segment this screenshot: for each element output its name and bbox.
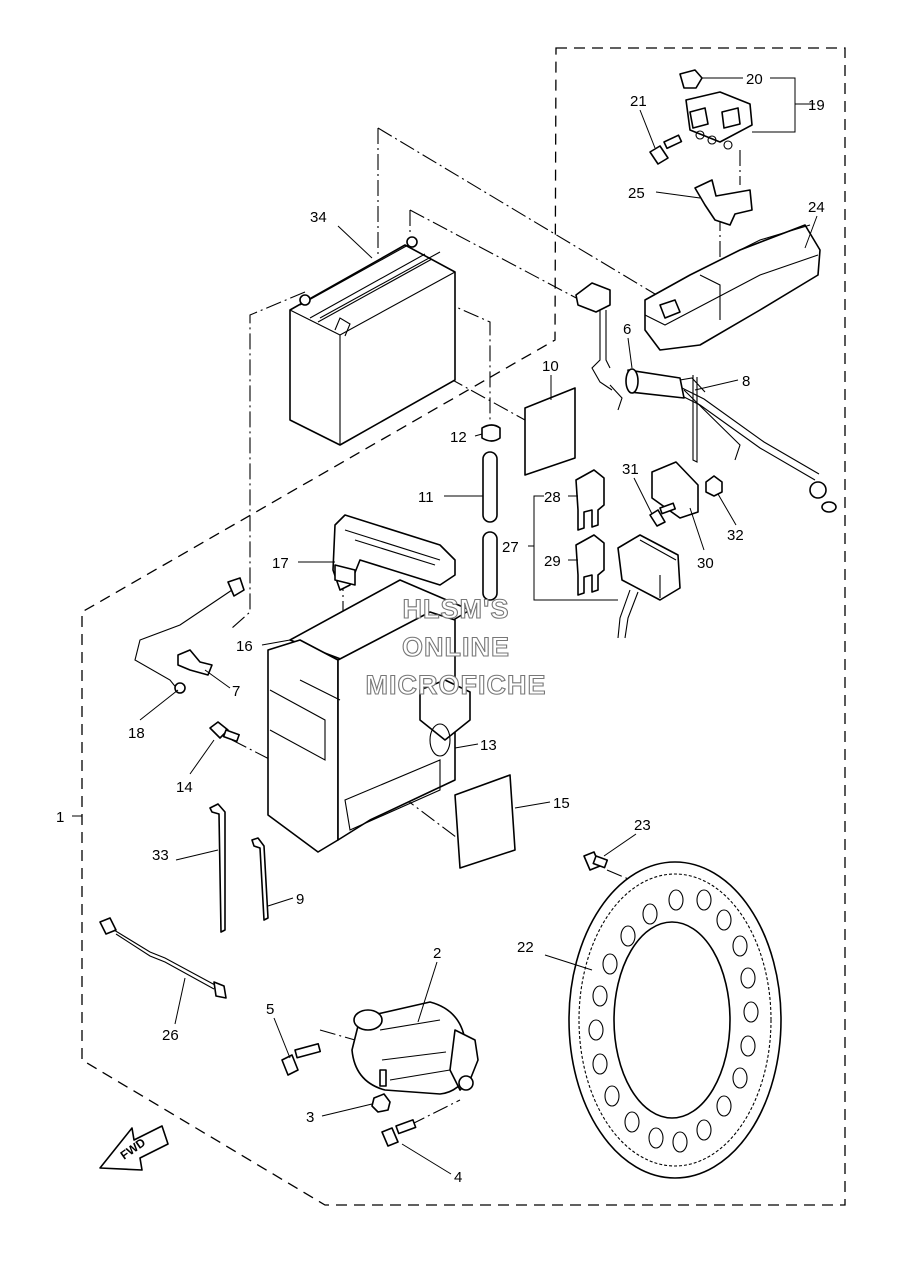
- watermark-line-1: HLSM'S: [403, 594, 510, 624]
- callout-13: 13: [480, 737, 497, 754]
- battery-cover-sheet: [454, 774, 516, 869]
- starter-wheel-gear: [568, 861, 782, 1179]
- callout-4: 4: [454, 1169, 462, 1186]
- callout-23: 23: [634, 817, 651, 834]
- fuse-box: [617, 534, 681, 639]
- callout-12: 12: [450, 429, 467, 446]
- callout-labels: 1 2 3 4 5 6 7 8 9 10 11 12 13 14 15 16 1…: [56, 71, 825, 1186]
- callout-28: 28: [544, 489, 561, 506]
- lead-holder: [177, 649, 213, 676]
- wire-band-33: [209, 803, 226, 933]
- screw-21: [649, 134, 683, 165]
- bolt-4: [381, 1119, 417, 1147]
- callout-27: 27: [502, 539, 519, 556]
- battery-band: [332, 514, 456, 591]
- watermark-line-3: MICROFICHE: [366, 670, 547, 700]
- callout-7: 7: [232, 683, 240, 700]
- callout-11: 11: [418, 489, 434, 506]
- callout-18: 18: [128, 725, 145, 742]
- wire-band-9: [251, 837, 269, 921]
- screw-31: [649, 502, 677, 527]
- callout-26: 26: [162, 1027, 179, 1044]
- callout-19: 19: [808, 97, 825, 114]
- bolt-14: [209, 721, 240, 743]
- nut-3: [371, 1093, 391, 1113]
- nut-32: [705, 475, 723, 497]
- callout-17: 17: [272, 555, 289, 572]
- breather-hose: [481, 424, 501, 601]
- battery: [289, 236, 456, 446]
- callout-2: 2: [433, 945, 441, 962]
- callout-6: 6: [623, 321, 631, 338]
- fuse-29: [575, 534, 605, 596]
- relay-assembly: [685, 91, 753, 150]
- battery-pad: [524, 387, 576, 476]
- assembly-boundary: [81, 47, 846, 1206]
- callout-3: 3: [306, 1109, 314, 1126]
- starter-relay-lead: [575, 282, 741, 461]
- callout-34: 34: [310, 209, 327, 226]
- callout-8: 8: [742, 373, 750, 390]
- callout-30: 30: [697, 555, 714, 572]
- callout-14: 14: [176, 779, 193, 796]
- callout-24: 24: [808, 199, 825, 216]
- callout-20: 20: [746, 71, 763, 88]
- watermark: HLSM'S ONLINE MICROFICHE: [365, 593, 547, 700]
- callout-10: 10: [542, 358, 559, 375]
- negative-lead: [134, 577, 245, 694]
- bolt-23: [583, 851, 609, 871]
- starter-relay: [644, 224, 821, 351]
- relay-bracket: [694, 179, 753, 226]
- fuse-28: [575, 469, 605, 531]
- forward-direction-arrow: FWD: [99, 1125, 169, 1171]
- callout-33: 33: [152, 847, 169, 864]
- callout-9: 9: [296, 891, 304, 908]
- callout-31: 31: [622, 461, 639, 478]
- callout-1: 1: [56, 809, 64, 826]
- callout-21: 21: [630, 93, 647, 110]
- callout-22: 22: [517, 939, 534, 956]
- watermark-line-2: ONLINE: [402, 632, 510, 662]
- relay-cap: [679, 69, 703, 89]
- starter-motor: [351, 1001, 479, 1095]
- callout-16: 16: [236, 638, 253, 655]
- callout-29: 29: [544, 553, 561, 570]
- callout-32: 32: [727, 527, 744, 544]
- fuse-bracket-30: [651, 461, 699, 519]
- callout-15: 15: [553, 795, 570, 812]
- callout-5: 5: [266, 1001, 274, 1018]
- callout-25: 25: [628, 185, 645, 202]
- callout-leaders: [72, 77, 818, 1175]
- sub-wire-harness: [99, 917, 227, 999]
- battery-box: [267, 611, 471, 853]
- bolt-5: [281, 1042, 322, 1076]
